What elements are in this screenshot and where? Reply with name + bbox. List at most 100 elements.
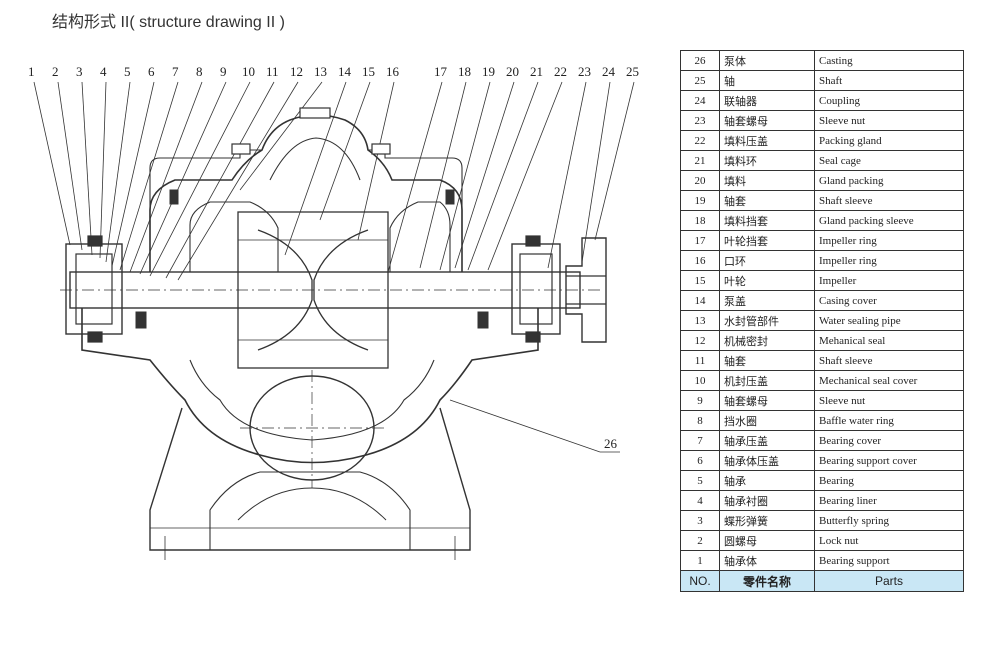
part-number: 25	[680, 70, 720, 91]
table-row: 7 轴承压盖 Bearing cover	[680, 430, 964, 451]
table-row: 12 机械密封 Mehanical seal	[680, 330, 964, 351]
part-name-en: Mechanical seal cover	[814, 370, 964, 391]
drawing-title: 结构形式 II( structure drawing II )	[52, 14, 285, 31]
header-part-name-cn: 零件名称	[719, 570, 815, 592]
part-name-cn: 泵盖	[719, 290, 815, 311]
part-name-cn: 口环	[719, 250, 815, 271]
callout-label: 17	[434, 64, 448, 79]
callout-label: 23	[578, 64, 591, 79]
part-number: 3	[680, 510, 720, 531]
part-name-cn: 轴承压盖	[719, 430, 815, 451]
part-number: 20	[680, 170, 720, 191]
part-name-en: Packing gland	[814, 130, 964, 151]
part-number: 13	[680, 310, 720, 331]
callout-label: 24	[602, 64, 616, 79]
callout-label-26: 26	[604, 436, 618, 451]
part-name-en: Casing cover	[814, 290, 964, 311]
part-number: 1	[680, 550, 720, 571]
callout-leaders	[33, 81, 635, 453]
part-number: 24	[680, 90, 720, 111]
part-name-cn: 联轴器	[719, 90, 815, 111]
part-name-en: Lock nut	[814, 530, 964, 551]
part-name-cn: 轴套	[719, 350, 815, 371]
impeller	[237, 211, 389, 369]
part-number: 4	[680, 490, 720, 511]
part-name-cn: 蝶形弹簧	[719, 510, 815, 531]
part-number: 6	[680, 450, 720, 471]
callout-label: 12	[290, 64, 303, 79]
table-row: 5 轴承 Bearing	[680, 470, 964, 491]
table-row: 10 机封压盖 Mechanical seal cover	[680, 370, 964, 391]
part-number: 19	[680, 190, 720, 211]
part-number: 7	[680, 430, 720, 451]
callout-label: 20	[506, 64, 519, 79]
table-row: 16 口环 Impeller ring	[680, 250, 964, 271]
callout-label: 21	[530, 64, 543, 79]
part-name-en: Shaft	[814, 70, 964, 91]
part-number: 22	[680, 130, 720, 151]
callout-label: 13	[314, 64, 327, 79]
part-name-cn: 填料挡套	[719, 210, 815, 231]
part-name-en: Mehanical seal	[814, 330, 964, 351]
table-row: 11 轴套 Shaft sleeve	[680, 350, 964, 371]
part-name-en: Bearing	[814, 470, 964, 491]
table-row: 14 泵盖 Casing cover	[680, 290, 964, 311]
callout-label: 5	[124, 64, 131, 79]
table-row: 18 填料挡套 Gland packing sleeve	[680, 210, 964, 231]
part-number: 16	[680, 250, 720, 271]
part-name-cn: 圆螺母	[719, 530, 815, 551]
part-name-en: Baffle water ring	[814, 410, 964, 431]
part-name-cn: 轴承体	[719, 550, 815, 571]
part-number: 15	[680, 270, 720, 291]
part-number: 10	[680, 370, 720, 391]
callout-label: 11	[266, 64, 279, 79]
part-name-en: Gland packing	[814, 170, 964, 191]
callout-label: 25	[626, 64, 639, 79]
part-name-cn: 填料环	[719, 150, 815, 171]
part-name-cn: 轴承	[719, 470, 815, 491]
callout-numbers: 1 2 3 4 5 6 7 8 9 10 11 12 13 14 15 16 1…	[28, 64, 639, 451]
part-name-cn: 填料压盖	[719, 130, 815, 151]
table-row: 24 联轴器 Coupling	[680, 90, 964, 111]
table-row: 15 叶轮 Impeller	[680, 270, 964, 291]
part-number: 11	[680, 350, 720, 371]
part-number: 12	[680, 330, 720, 351]
part-name-cn: 轴	[719, 70, 815, 91]
callout-label: 2	[52, 64, 59, 79]
part-name-en: Sleeve nut	[814, 390, 964, 411]
callout-label: 19	[482, 64, 495, 79]
callout-label: 16	[386, 64, 400, 79]
callout-label: 10	[242, 64, 255, 79]
part-name-en: Bearing cover	[814, 430, 964, 451]
table-row: 13 水封管部件 Water sealing pipe	[680, 310, 964, 331]
part-name-en: Casting	[814, 50, 964, 71]
water-sealing-pipe	[149, 149, 262, 240]
table-row: 9 轴套螺母 Sleeve nut	[680, 390, 964, 411]
part-name-cn: 轴套螺母	[719, 110, 815, 131]
part-name-en: Bearing liner	[814, 490, 964, 511]
callout-label: 1	[28, 64, 35, 79]
callout-label: 15	[362, 64, 375, 79]
part-name-en: Bearing support cover	[814, 450, 964, 471]
table-header-row: NO. 零件名称 Parts	[680, 570, 964, 592]
part-name-cn: 挡水圈	[719, 410, 815, 431]
part-number: 5	[680, 470, 720, 491]
pump-cross-section-drawing: 1 2 3 4 5 6 7 8 9 10 11 12 13 14 15 16 1…	[28, 64, 639, 560]
part-number: 9	[680, 390, 720, 411]
part-number: 17	[680, 230, 720, 251]
callout-label: 8	[196, 64, 203, 79]
part-number: 21	[680, 150, 720, 171]
table-row: 19 轴套 Shaft sleeve	[680, 190, 964, 211]
part-name-cn: 填料	[719, 170, 815, 191]
part-name-cn: 叶轮挡套	[719, 230, 815, 251]
part-name-en: Water sealing pipe	[814, 310, 964, 331]
part-number: 23	[680, 110, 720, 131]
part-name-en: Impeller ring	[814, 250, 964, 271]
table-row: 4 轴承衬圈 Bearing liner	[680, 490, 964, 511]
part-name-en: Seal cage	[814, 150, 964, 171]
parts-table: 26 泵体 Casting 25 轴 Shaft 24 联轴器 Coupling…	[680, 50, 964, 592]
part-name-cn: 水封管部件	[719, 310, 815, 331]
part-number: 2	[680, 530, 720, 551]
part-name-en: Shaft sleeve	[814, 350, 964, 371]
callout-label: 22	[554, 64, 567, 79]
